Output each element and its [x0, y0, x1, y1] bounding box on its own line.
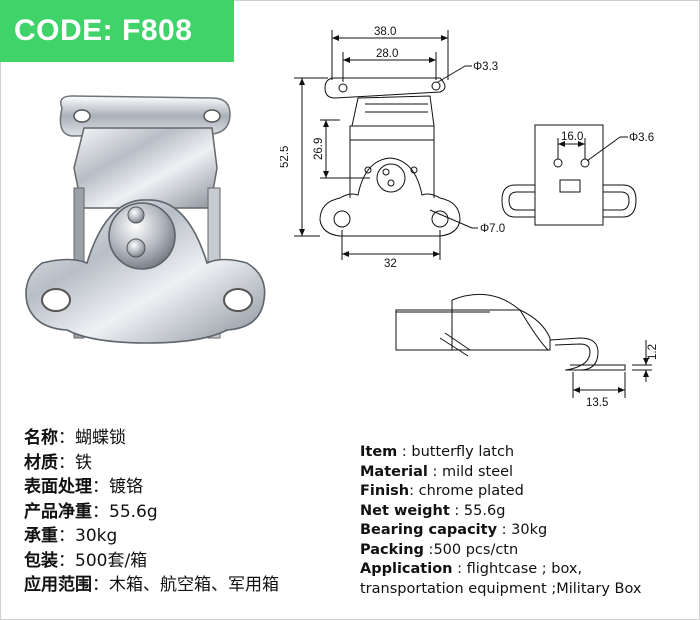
spec-en-row: Finish: chrome plated: [360, 482, 642, 502]
spec-cn-separator: ：: [92, 501, 109, 522]
spec-en-separator: :: [423, 541, 434, 558]
spec-cn-value: 55.6g: [109, 501, 158, 522]
spec-cn-value: 30kg: [75, 526, 118, 546]
spec-cn-label: 产品净重: [24, 501, 92, 522]
spec-en-value: chrome plated: [418, 483, 524, 499]
spec-cn-separator: ：: [58, 526, 75, 546]
spec-en-value: 30kg: [511, 522, 548, 538]
product-photo: [25, 95, 266, 344]
spec-cn-separator: ：: [92, 477, 109, 497]
spec-en-row: Application : flightcase ; box,: [360, 560, 642, 580]
spec-en-label: Application: [360, 561, 453, 577]
dim-hook-length: 13.5: [586, 397, 608, 409]
spec-en-label: Packing: [360, 541, 424, 558]
spec-cn-value: 500套/箱: [75, 550, 148, 571]
dim-hole-large: Φ7.0: [480, 223, 505, 235]
dim-width-outer: 38.0: [374, 26, 396, 38]
spec-cn-label: 材质: [24, 452, 58, 473]
spec-en-separator: :: [409, 483, 419, 499]
spec-cn-label: 应用范围: [24, 575, 92, 595]
spec-cn-separator: ：: [58, 452, 75, 473]
spec-en-label: Bearing capacity: [360, 522, 498, 538]
spec-en-value: 500 pcs/ctn: [433, 541, 519, 558]
spec-cn-row: 材质：铁: [24, 451, 279, 476]
spec-en-separator: :: [449, 502, 464, 519]
spec-cn-row: 表面处理：镀铬: [24, 475, 279, 500]
dim-hole-small: Φ3.3: [473, 61, 498, 73]
spec-en-row: Item : butterfly latch: [360, 443, 642, 463]
spec-en-value: mild steel: [441, 463, 514, 480]
spec-cn-row: 承重：30kg: [24, 524, 279, 549]
spec-en-separator: :: [452, 561, 467, 577]
dim-height-upper: 26.9: [313, 138, 325, 160]
dim-hole-spacing: 16.0: [561, 131, 583, 143]
technical-drawing: 38.0 28.0 Φ3.3 52.5 26.9 Φ7.0 32 16.0 Φ3…: [280, 26, 659, 409]
spec-en-row: transportation equipment ;Military Box: [360, 580, 642, 600]
spec-cn-label: 表面处理: [24, 477, 92, 497]
spec-en-row: Bearing capacity : 30kg: [360, 521, 642, 541]
spec-cn-separator: ：: [92, 575, 109, 595]
spec-en-row: Packing :500 pcs/ctn: [360, 541, 642, 561]
dim-height-total: 52.5: [280, 146, 291, 168]
spec-cn-row: 名称：蝴蝶锁: [24, 426, 279, 451]
dim-hole-side: Φ3.6: [629, 132, 654, 144]
spec-cn-label: 名称: [24, 428, 58, 448]
spec-en-separator: :: [497, 522, 512, 538]
spec-en-value: transportation equipment ;Military Box: [360, 580, 642, 597]
dim-width-holes: 28.0: [376, 48, 398, 60]
spec-en-label: Finish: [360, 483, 410, 499]
spec-en-value: flightcase ; box,: [466, 561, 583, 577]
spec-cn-row: 包装：500套/箱: [24, 549, 279, 574]
spec-en-label: Material: [360, 463, 428, 480]
spec-cn-label: 承重: [24, 526, 58, 546]
spec-en-separator: :: [397, 444, 412, 460]
spec-en-value: 55.6g: [463, 502, 506, 519]
spec-en-separator: :: [427, 463, 442, 480]
product-code-badge: CODE: F808: [0, 0, 234, 62]
spec-en-row: Material : mild steel: [360, 463, 642, 483]
spec-cn-row: 产品净重：55.6g: [24, 500, 279, 525]
spec-en-value: butterfly latch: [411, 444, 515, 460]
spec-cn-value: 铁: [75, 452, 92, 473]
spec-cn-separator: ：: [58, 550, 75, 571]
spec-cn-row: 应用范围：木箱、航空箱、军用箱: [24, 573, 279, 598]
spec-cn-value: 木箱、航空箱、军用箱: [109, 575, 279, 595]
spec-cn-label: 包装: [24, 550, 58, 571]
spec-cn-value: 镀铬: [109, 477, 143, 497]
spec-cn-value: 蝴蝶锁: [75, 428, 126, 448]
spec-en-row: Net weight : 55.6g: [360, 502, 642, 522]
dim-base-width: 32: [384, 258, 397, 270]
spec-cn-separator: ：: [58, 428, 75, 448]
dim-thickness: 1.2: [647, 344, 659, 360]
spec-en-label: Item: [360, 444, 398, 460]
spec-en-label: Net weight: [360, 502, 450, 519]
